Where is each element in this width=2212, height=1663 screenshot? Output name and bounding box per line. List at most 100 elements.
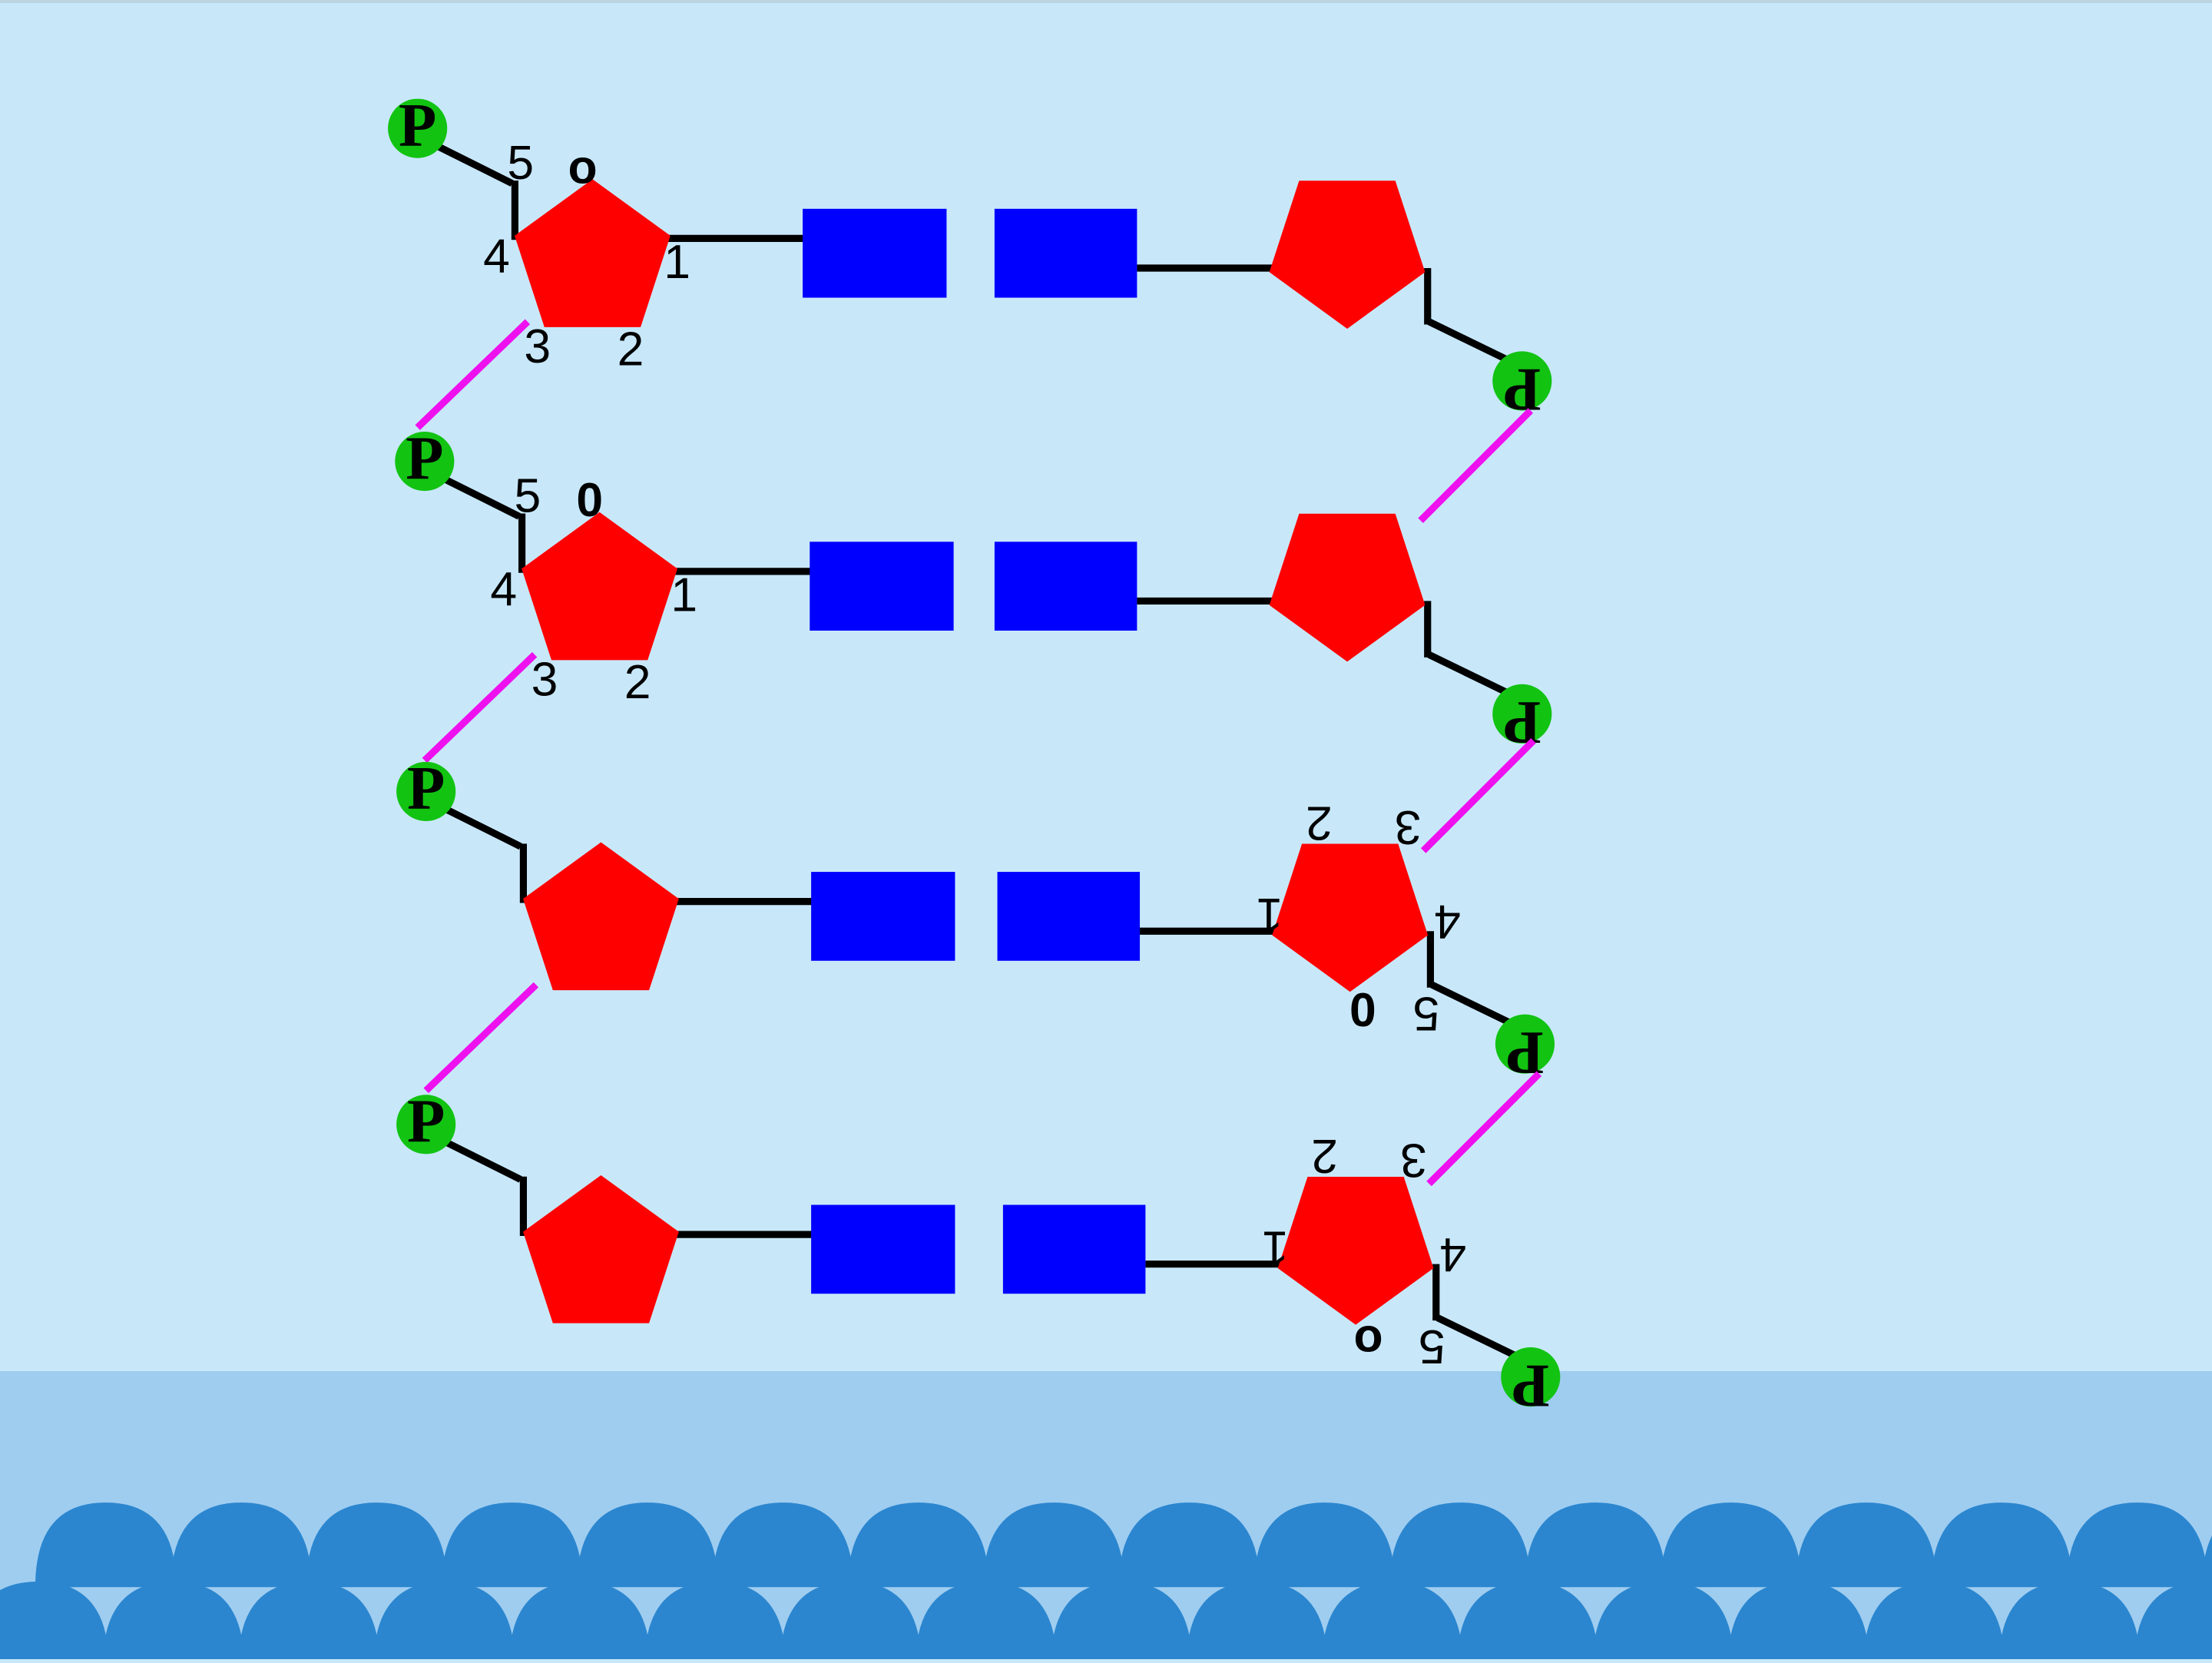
sugar-pentagon [1269,181,1426,329]
phosphate-circle [1492,684,1552,744]
phosphodiester-bond [415,319,531,430]
sugar-pentagon [522,512,677,661]
carbon-3-label: 3 [1400,1134,1427,1188]
wave-arc [1322,1581,1463,1663]
carbon-1-label: 1 [664,235,690,289]
wave-arc [1592,1581,1734,1663]
oxygen-label: 0 [1349,982,1376,1036]
carbon-5-label: 5 [507,136,534,190]
phosphate-circle [396,761,456,821]
top-border [0,0,2212,3]
left-nucleotide: P [396,1087,955,1323]
oxygen-label: o [568,141,597,194]
carbon-3-label: 3 [1395,800,1422,854]
wave-row-front [0,1581,2212,1663]
sugar-pentagon [523,842,679,991]
wave-arc [577,1502,718,1588]
wave-arc [644,1581,786,1663]
phosphate-bond [431,141,514,187]
wave-arc [373,1581,515,1663]
sugar-pentagon [1277,1176,1434,1325]
wave-arc [847,1502,989,1588]
phosphate-label: P [1503,356,1541,424]
carbon-4-label: 4 [490,562,517,616]
phosphate-circle [395,432,455,492]
carbon-4-label: 4 [1434,895,1461,949]
wave-arc [2202,1535,2212,1588]
wave-arc [103,1581,244,1663]
base-rect [994,542,1137,631]
wave-arc [1389,1502,1531,1588]
phosphodiester-bond [422,651,538,764]
wave-arc [712,1502,854,1588]
phosphodiester-bond [1420,738,1536,853]
phosphate-bond [438,473,521,520]
carbon-1-label: 1 [1262,1221,1289,1274]
wave-arc [1660,1502,1802,1588]
phosphate-group: P [1495,1014,1555,1087]
carbon-4-label: 4 [1439,1228,1466,1282]
base-rect [811,872,955,961]
sugar-pentagon [523,1174,679,1323]
wave-arc [2066,1502,2208,1588]
wave-arc [171,1502,312,1588]
carbon-2-label: 2 [1311,1129,1338,1183]
sugar-pentagon [515,179,671,327]
wave-arc [1186,1581,1328,1663]
phosphate-group: P [396,754,456,823]
sugar-pentagon [1269,513,1426,662]
phosphate-label: P [399,91,436,159]
phosphate-label: P [406,424,443,492]
phosphate-label: P [1503,688,1541,757]
phosphate-circle [396,1095,456,1154]
wave-arc [1118,1502,1260,1588]
carbon-3-label: 3 [524,320,551,373]
carbon-5-label: 5 [1413,987,1440,1041]
phosphate-group: P [1492,684,1552,757]
right-nucleotide: P [994,408,1552,757]
phosphate-group: P [396,1087,456,1155]
phosphate-bond [439,803,522,850]
right-nucleotide: P [994,181,1552,424]
phosphate-label: P [1512,1352,1549,1420]
wave-decoration [0,1502,2212,1663]
phosphodiester-bond [423,982,539,1094]
carbon-4-label: 4 [483,229,510,283]
carbon-2-label: 2 [624,655,651,709]
phosphate-circle [1495,1014,1555,1074]
wave-arc [1051,1581,1192,1663]
wave-arc [1998,1581,2141,1663]
carbon-1-label: 1 [671,568,697,621]
wave-arc [35,1502,177,1588]
base-rect [997,872,1141,961]
base-rect [1002,1204,1146,1294]
phosphate-bond [439,1136,522,1183]
phosphate-group: P [1501,1347,1561,1420]
wave-arc [1796,1502,1937,1588]
phosphate-group: P [388,91,448,159]
phosphate-circle [388,98,448,158]
base-rect [803,208,947,298]
phosphate-group: P [395,424,455,492]
wave-arc [1863,1581,2005,1663]
wave-arc [1457,1581,1598,1663]
phosphate-group: P [1492,351,1552,424]
wave-arc [1728,1581,1869,1663]
phosphate-label: P [407,754,445,823]
wave-arc [1253,1502,1396,1588]
phosphodiester-bond [1426,1071,1542,1187]
base-rect [994,208,1137,298]
phosphodiester-bond [1418,408,1534,523]
phosphate-circle [1492,351,1552,411]
